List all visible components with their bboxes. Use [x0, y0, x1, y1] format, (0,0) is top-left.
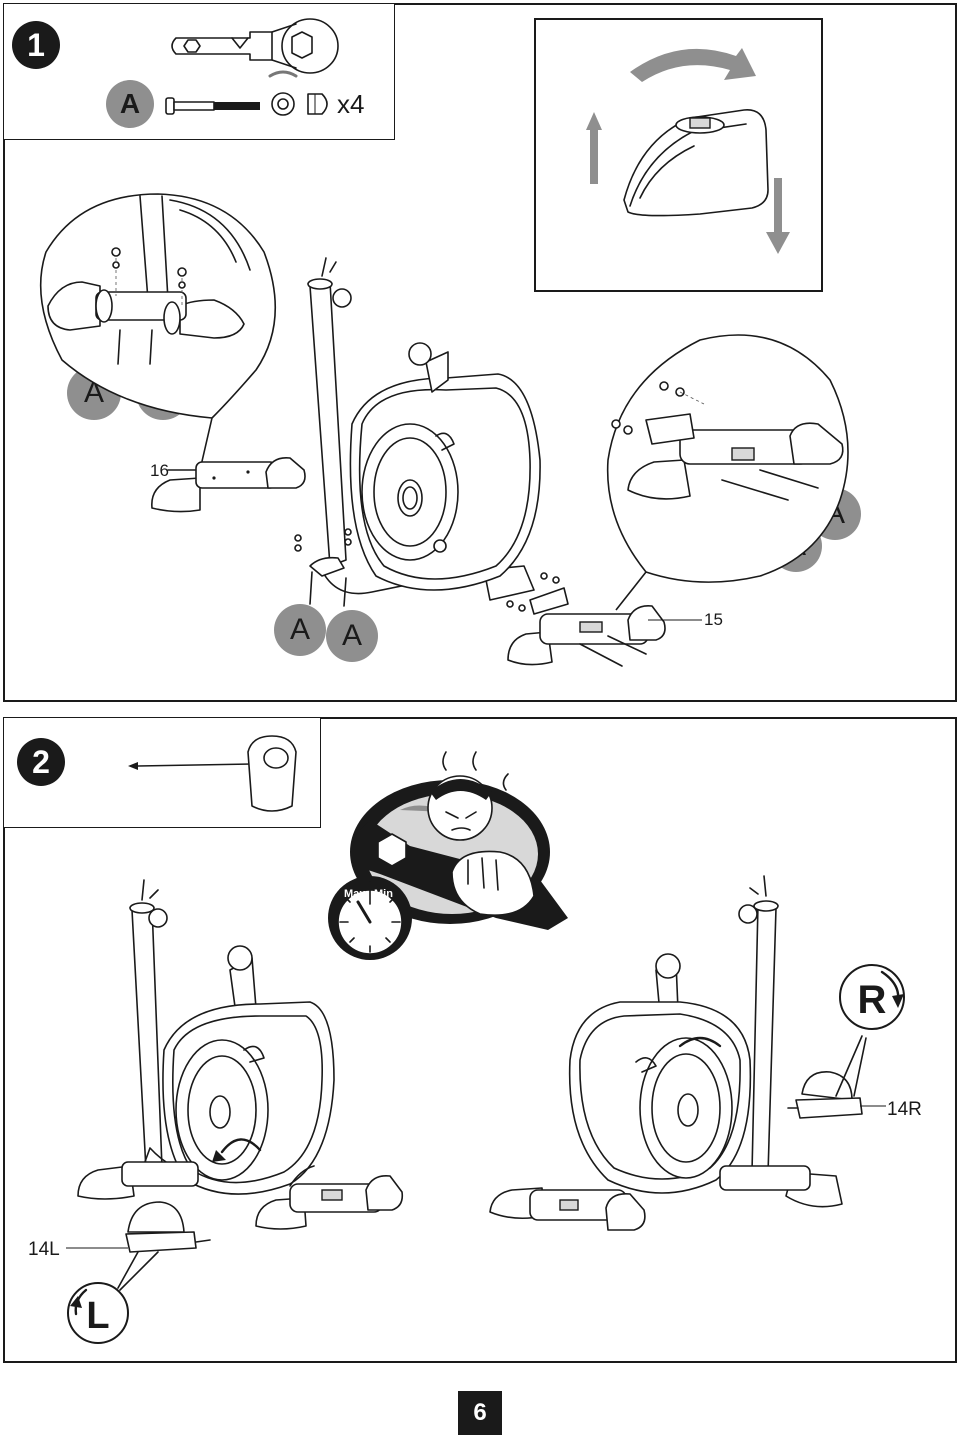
rear-stabilizer-label: 16 — [150, 461, 169, 480]
down-arrow-icon — [766, 178, 790, 254]
hardware-quantity: x4 — [337, 89, 365, 119]
frame-bolts — [294, 528, 352, 607]
step-1-number: 1 — [27, 26, 45, 63]
left-pedal-label: 14L — [28, 1239, 60, 1260]
front-stabilizer-zoom — [606, 334, 849, 611]
bike-left-view — [77, 879, 404, 1230]
step-2-number: 2 — [32, 743, 50, 780]
step-1-badge: 1 — [12, 21, 60, 69]
foot-cap-inset — [586, 48, 790, 254]
gauge-max-label: Max — [344, 888, 366, 900]
torque-gauge-icon: Max Min — [328, 876, 412, 960]
hardware-part-letter: A — [119, 88, 141, 119]
callout-a-rear-1: A — [274, 604, 326, 656]
rear-stabilizer — [151, 456, 306, 513]
up-arrow-icon — [586, 112, 602, 184]
right-thread-icon: R — [839, 964, 905, 1030]
bike-right-view — [489, 875, 843, 1231]
step-2-badge: 2 — [17, 738, 65, 786]
callout-a-label: A — [289, 613, 310, 646]
screwdriver-icon — [128, 735, 297, 812]
left-thread-letter: L — [86, 1295, 109, 1337]
page-number: 6 — [458, 1391, 502, 1435]
bike-frame-step-1 — [307, 257, 541, 601]
left-pedal-icon — [66, 1201, 211, 1291]
front-stabilizer-label: 15 — [704, 610, 723, 629]
front-stabilizer — [506, 572, 702, 667]
spanner-tool-icon — [171, 18, 339, 74]
cap-nut-icon — [307, 93, 328, 115]
gauge-min-label: Min — [374, 888, 393, 900]
right-pedal-icon — [787, 1035, 886, 1119]
left-thread-icon: L — [67, 1282, 129, 1344]
callout-a-label: A — [341, 619, 362, 652]
right-pedal-label: 14R — [887, 1099, 922, 1120]
callout-a-rear-2: A — [326, 610, 378, 662]
bolt-icon — [165, 97, 260, 115]
rotate-arrow-icon — [630, 48, 756, 82]
washer-icon — [268, 70, 298, 116]
page-number-text: 6 — [473, 1399, 487, 1426]
rear-stabilizer-zoom — [39, 193, 277, 471]
hardware-part-a-badge: A — [106, 80, 154, 128]
torque-mascot — [350, 751, 568, 930]
right-thread-letter: R — [858, 978, 887, 1022]
